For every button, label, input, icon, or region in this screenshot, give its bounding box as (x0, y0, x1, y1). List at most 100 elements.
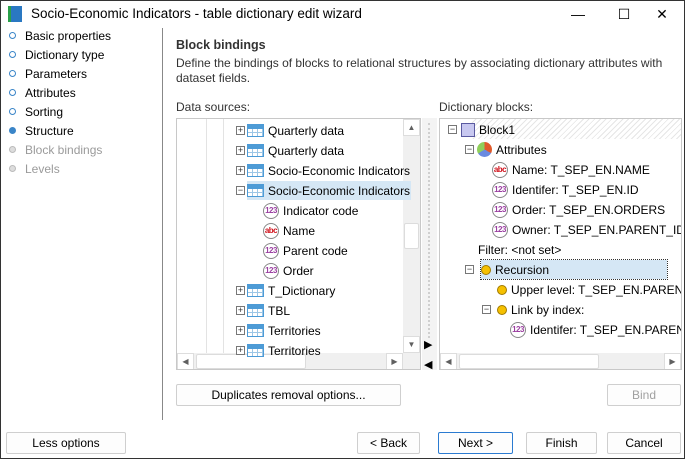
tree-item-label: Quarterly data (268, 143, 345, 158)
expand-toggle[interactable]: + (236, 125, 245, 135)
tree-item-label: Name: T_SEP_EN.NAME (512, 162, 650, 177)
back-button[interactable]: < Back (357, 432, 420, 454)
page-heading: Block bindings (176, 38, 266, 52)
recursion-icon (481, 264, 491, 275)
tree-item[interactable]: 123 Order (263, 261, 315, 280)
expand-toggle[interactable]: + (236, 145, 245, 155)
window-title: Socio-Economic Indicators - table dictio… (31, 6, 362, 21)
minimize-button[interactable]: — (571, 6, 585, 22)
tree-item[interactable]: Filter: <not set> (477, 240, 562, 259)
collapse-toggle[interactable]: − (448, 124, 457, 134)
numeric-field-icon: 123 (263, 262, 279, 279)
duplicates-removal-options-button[interactable]: Duplicates removal options... (176, 384, 401, 406)
scroll-up-button[interactable]: ▲ (403, 119, 420, 136)
step-status-icon (9, 51, 16, 58)
table-icon (247, 164, 264, 177)
vertical-scrollbar[interactable]: ▲ ▼ (403, 119, 420, 353)
tree-item[interactable]: Territories (247, 341, 322, 360)
expand-toggle[interactable]: + (236, 305, 245, 315)
expand-toggle[interactable]: + (236, 325, 245, 335)
expand-toggle[interactable]: + (236, 165, 245, 175)
tree-item[interactable]: Socio-Economic Indicators (247, 161, 411, 180)
horizontal-scrollbar[interactable]: ◀ ▶ (177, 353, 420, 369)
numeric-field-icon: 123 (263, 202, 279, 219)
numeric-field-icon: 123 (510, 321, 526, 338)
tree-item[interactable]: Quarterly data (247, 141, 345, 160)
tree-item[interactable]: Quarterly data (247, 121, 345, 140)
recursion-icon (497, 284, 507, 295)
step-basic-properties[interactable]: Basic properties (9, 26, 111, 45)
tree-item[interactable]: Link by index: (497, 300, 585, 319)
tree-item[interactable]: TBL (247, 301, 291, 320)
tree-item-label: Quarterly data (268, 123, 345, 138)
tree-item[interactable]: Block1 (461, 120, 516, 139)
maximize-button[interactable]: ☐ (617, 5, 631, 22)
bind-button[interactable]: Bind (607, 384, 681, 406)
close-button[interactable]: ✕ (656, 5, 668, 22)
dictionary-blocks-label: Dictionary blocks: (439, 100, 534, 114)
horizontal-scrollbar[interactable]: ◀ ▶ (440, 353, 681, 369)
next-button[interactable]: Next > (438, 432, 513, 454)
expand-toggle[interactable]: + (236, 285, 245, 295)
step-parameters[interactable]: Parameters (9, 64, 87, 83)
table-icon (247, 184, 264, 197)
tree-item-label: Order: T_SEP_EN.ORDERS (512, 202, 666, 217)
tree-splitter[interactable]: ▶ ◀ (422, 118, 437, 371)
tree-item-label: Socio-Economic Indicators (268, 183, 411, 198)
move-right-button[interactable]: ▶ (424, 339, 433, 351)
tree-item-label: TBL (268, 303, 291, 318)
scroll-right-button[interactable]: ▶ (386, 353, 403, 369)
numeric-field-icon: 123 (263, 242, 279, 259)
collapse-toggle[interactable]: − (465, 144, 474, 154)
tree-item[interactable]: Socio-Economic Indicators (247, 181, 412, 200)
step-label: Parameters (25, 66, 88, 81)
collapse-toggle[interactable]: − (482, 304, 491, 314)
tree-item[interactable]: Attributes (477, 140, 548, 159)
scroll-right-button[interactable]: ▶ (664, 353, 681, 369)
sidebar-divider (162, 28, 163, 420)
less-options-button[interactable]: Less options (6, 432, 126, 454)
cancel-button[interactable]: Cancel (607, 432, 681, 454)
step-status-icon (9, 108, 16, 115)
expand-toggle[interactable]: + (236, 345, 245, 355)
tree-item-label: Order (283, 263, 314, 278)
tree-item[interactable]: Recursion (480, 259, 668, 280)
data-sources-label: Data sources: (176, 100, 251, 114)
scroll-down-button[interactable]: ▼ (403, 336, 420, 353)
tree-item-label: Socio-Economic Indicators (268, 163, 411, 178)
numeric-field-icon: 123 (492, 201, 508, 218)
step-attributes[interactable]: Attributes (9, 83, 76, 102)
step-label: Attributes (25, 85, 76, 100)
collapse-toggle[interactable]: − (465, 264, 474, 274)
step-status-icon (9, 127, 16, 134)
tree-item[interactable]: Territories (247, 321, 322, 340)
move-left-button[interactable]: ◀ (424, 359, 433, 371)
step-structure[interactable]: Structure (9, 121, 74, 140)
step-label: Basic properties (25, 28, 112, 43)
tree-item[interactable]: 123 Order: T_SEP_EN.ORDERS (492, 200, 666, 219)
collapse-toggle[interactable]: − (236, 185, 245, 195)
tree-item-label: Name (283, 223, 316, 238)
tree-item[interactable]: Upper level: T_SEP_EN.PARENT_ID (497, 280, 681, 299)
step-levels: Levels (9, 159, 60, 178)
tree-item-label: Identifer: T_SEP_EN.ID (512, 182, 639, 197)
scroll-thumb[interactable] (404, 223, 419, 249)
scroll-left-button[interactable]: ◀ (177, 353, 194, 369)
step-dictionary-type[interactable]: Dictionary type (9, 45, 104, 64)
step-label: Structure (25, 123, 74, 138)
finish-button[interactable]: Finish (526, 432, 597, 454)
step-sorting[interactable]: Sorting (9, 102, 63, 121)
scroll-left-button[interactable]: ◀ (440, 353, 457, 369)
scroll-thumb[interactable] (459, 354, 599, 369)
tree-item[interactable]: T_Dictionary (247, 281, 336, 300)
data-sources-tree[interactable]: ▲ ▼ ◀ ▶ + Quarterly data + Quarterly data + S… (176, 118, 421, 370)
